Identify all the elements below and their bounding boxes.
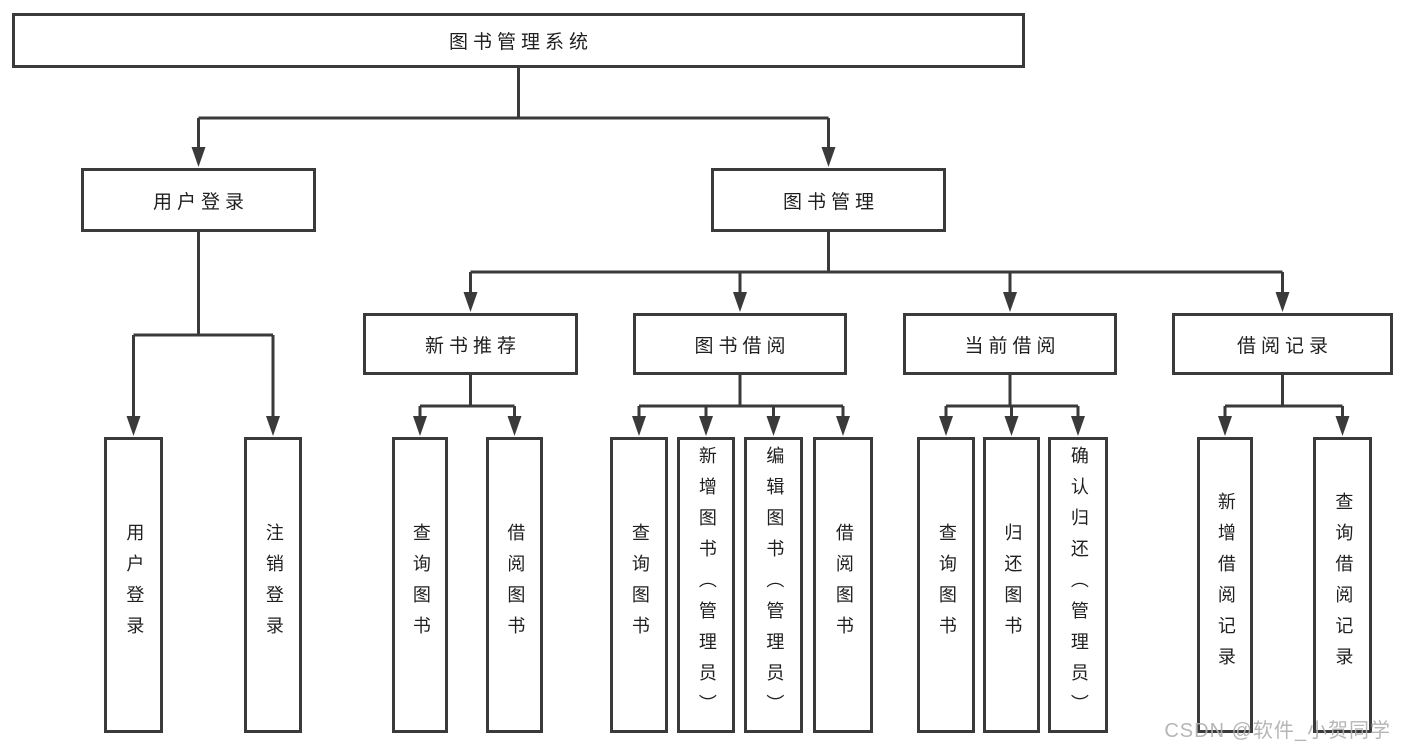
connector-system bbox=[191, 68, 836, 167]
arrowhead-add-borrow-record bbox=[1218, 416, 1232, 436]
node-label-new-book-recommend: 新书推荐 bbox=[424, 335, 521, 357]
arrowhead-query-books-current bbox=[939, 416, 953, 436]
node-label-system: 图书管理系统 bbox=[448, 32, 593, 53]
arrowhead-add-books-admin bbox=[699, 416, 713, 436]
node-label-query-books-current: 查询图书 bbox=[936, 523, 957, 647]
node-query-borrow-record: 查询借阅记录 bbox=[1313, 437, 1372, 733]
connector-new-book-recommend bbox=[413, 375, 522, 436]
node-confirm-return-admin: 确认归还（管理员） bbox=[1048, 437, 1108, 733]
node-label-borrow-books-borrow: 借阅图书 bbox=[833, 523, 854, 647]
arrowhead-current-borrowing bbox=[1003, 292, 1017, 312]
node-label-login-leaf: 用户登录 bbox=[124, 523, 145, 647]
arrowhead-edit-books-admin bbox=[766, 416, 781, 436]
node-label-edit-books-admin: 编辑图书（管理员） bbox=[764, 445, 785, 725]
arrowhead-query-books-borrow bbox=[632, 416, 646, 436]
node-system: 图书管理系统 bbox=[12, 13, 1025, 68]
node-label-add-books-admin: 新增图书（管理员） bbox=[696, 445, 717, 725]
connector-current-borrowing bbox=[939, 375, 1085, 436]
node-borrow-books-rec: 借阅图书 bbox=[486, 437, 543, 733]
arrowhead-book-management bbox=[821, 147, 836, 167]
node-label-add-borrow-record: 新增借阅记录 bbox=[1215, 492, 1236, 678]
node-label-query-books-rec: 查询图书 bbox=[410, 523, 431, 647]
node-logout-leaf: 注销登录 bbox=[244, 437, 302, 733]
watermark: CSDN @软件_小贺同学 bbox=[1164, 720, 1391, 742]
node-label-query-borrow-record: 查询借阅记录 bbox=[1333, 492, 1354, 678]
node-add-books-admin: 新增图书（管理员） bbox=[677, 437, 735, 733]
node-label-borrow-books-rec: 借阅图书 bbox=[505, 523, 526, 647]
node-label-borrowing-records: 借阅记录 bbox=[1236, 335, 1333, 357]
node-query-books-borrow: 查询图书 bbox=[610, 437, 668, 733]
connector-borrowing-records bbox=[1218, 375, 1350, 436]
node-current-borrowing: 当前借阅 bbox=[903, 313, 1117, 375]
node-label-book-borrowing: 图书借阅 bbox=[694, 335, 791, 357]
node-label-return-books: 归还图书 bbox=[1002, 523, 1023, 647]
arrowhead-query-books-rec bbox=[413, 416, 427, 436]
node-label-current-borrowing: 当前借阅 bbox=[964, 335, 1061, 357]
node-book-management: 图书管理 bbox=[711, 168, 946, 232]
arrowhead-new-book-recommend bbox=[463, 292, 478, 312]
node-return-books: 归还图书 bbox=[983, 437, 1040, 733]
node-label-logout-leaf: 注销登录 bbox=[263, 523, 284, 647]
arrowhead-borrow-books-borrow bbox=[836, 416, 850, 436]
node-label-confirm-return-admin: 确认归还（管理员） bbox=[1068, 445, 1089, 725]
arrowhead-logout-leaf bbox=[266, 416, 280, 436]
node-borrowing-records: 借阅记录 bbox=[1172, 313, 1393, 375]
arrowhead-user-login bbox=[191, 147, 206, 167]
arrowhead-borrowing-records bbox=[1275, 292, 1290, 312]
arrowhead-book-borrowing bbox=[733, 292, 747, 312]
arrowhead-confirm-return-admin bbox=[1071, 416, 1085, 436]
node-query-books-rec: 查询图书 bbox=[392, 437, 448, 733]
node-label-user-login: 用户登录 bbox=[152, 191, 249, 213]
node-edit-books-admin: 编辑图书（管理员） bbox=[744, 437, 803, 733]
node-borrow-books-borrow: 借阅图书 bbox=[813, 437, 873, 733]
node-query-books-current: 查询图书 bbox=[917, 437, 975, 733]
arrowhead-borrow-books-rec bbox=[507, 416, 522, 436]
node-login-leaf: 用户登录 bbox=[104, 437, 163, 733]
arrowhead-login-leaf bbox=[126, 416, 141, 436]
node-new-book-recommend: 新书推荐 bbox=[363, 313, 578, 375]
connector-book-borrowing bbox=[632, 375, 850, 436]
node-add-borrow-record: 新增借阅记录 bbox=[1197, 437, 1253, 733]
node-user-login: 用户登录 bbox=[81, 168, 316, 232]
arrowhead-return-books bbox=[1004, 416, 1019, 436]
connector-user-login bbox=[126, 232, 280, 436]
node-label-query-books-borrow: 查询图书 bbox=[629, 523, 650, 647]
node-label-book-management: 图书管理 bbox=[782, 191, 879, 213]
node-book-borrowing: 图书借阅 bbox=[633, 313, 847, 375]
arrowhead-query-borrow-record bbox=[1335, 416, 1350, 436]
connector-book-management bbox=[463, 232, 1290, 312]
